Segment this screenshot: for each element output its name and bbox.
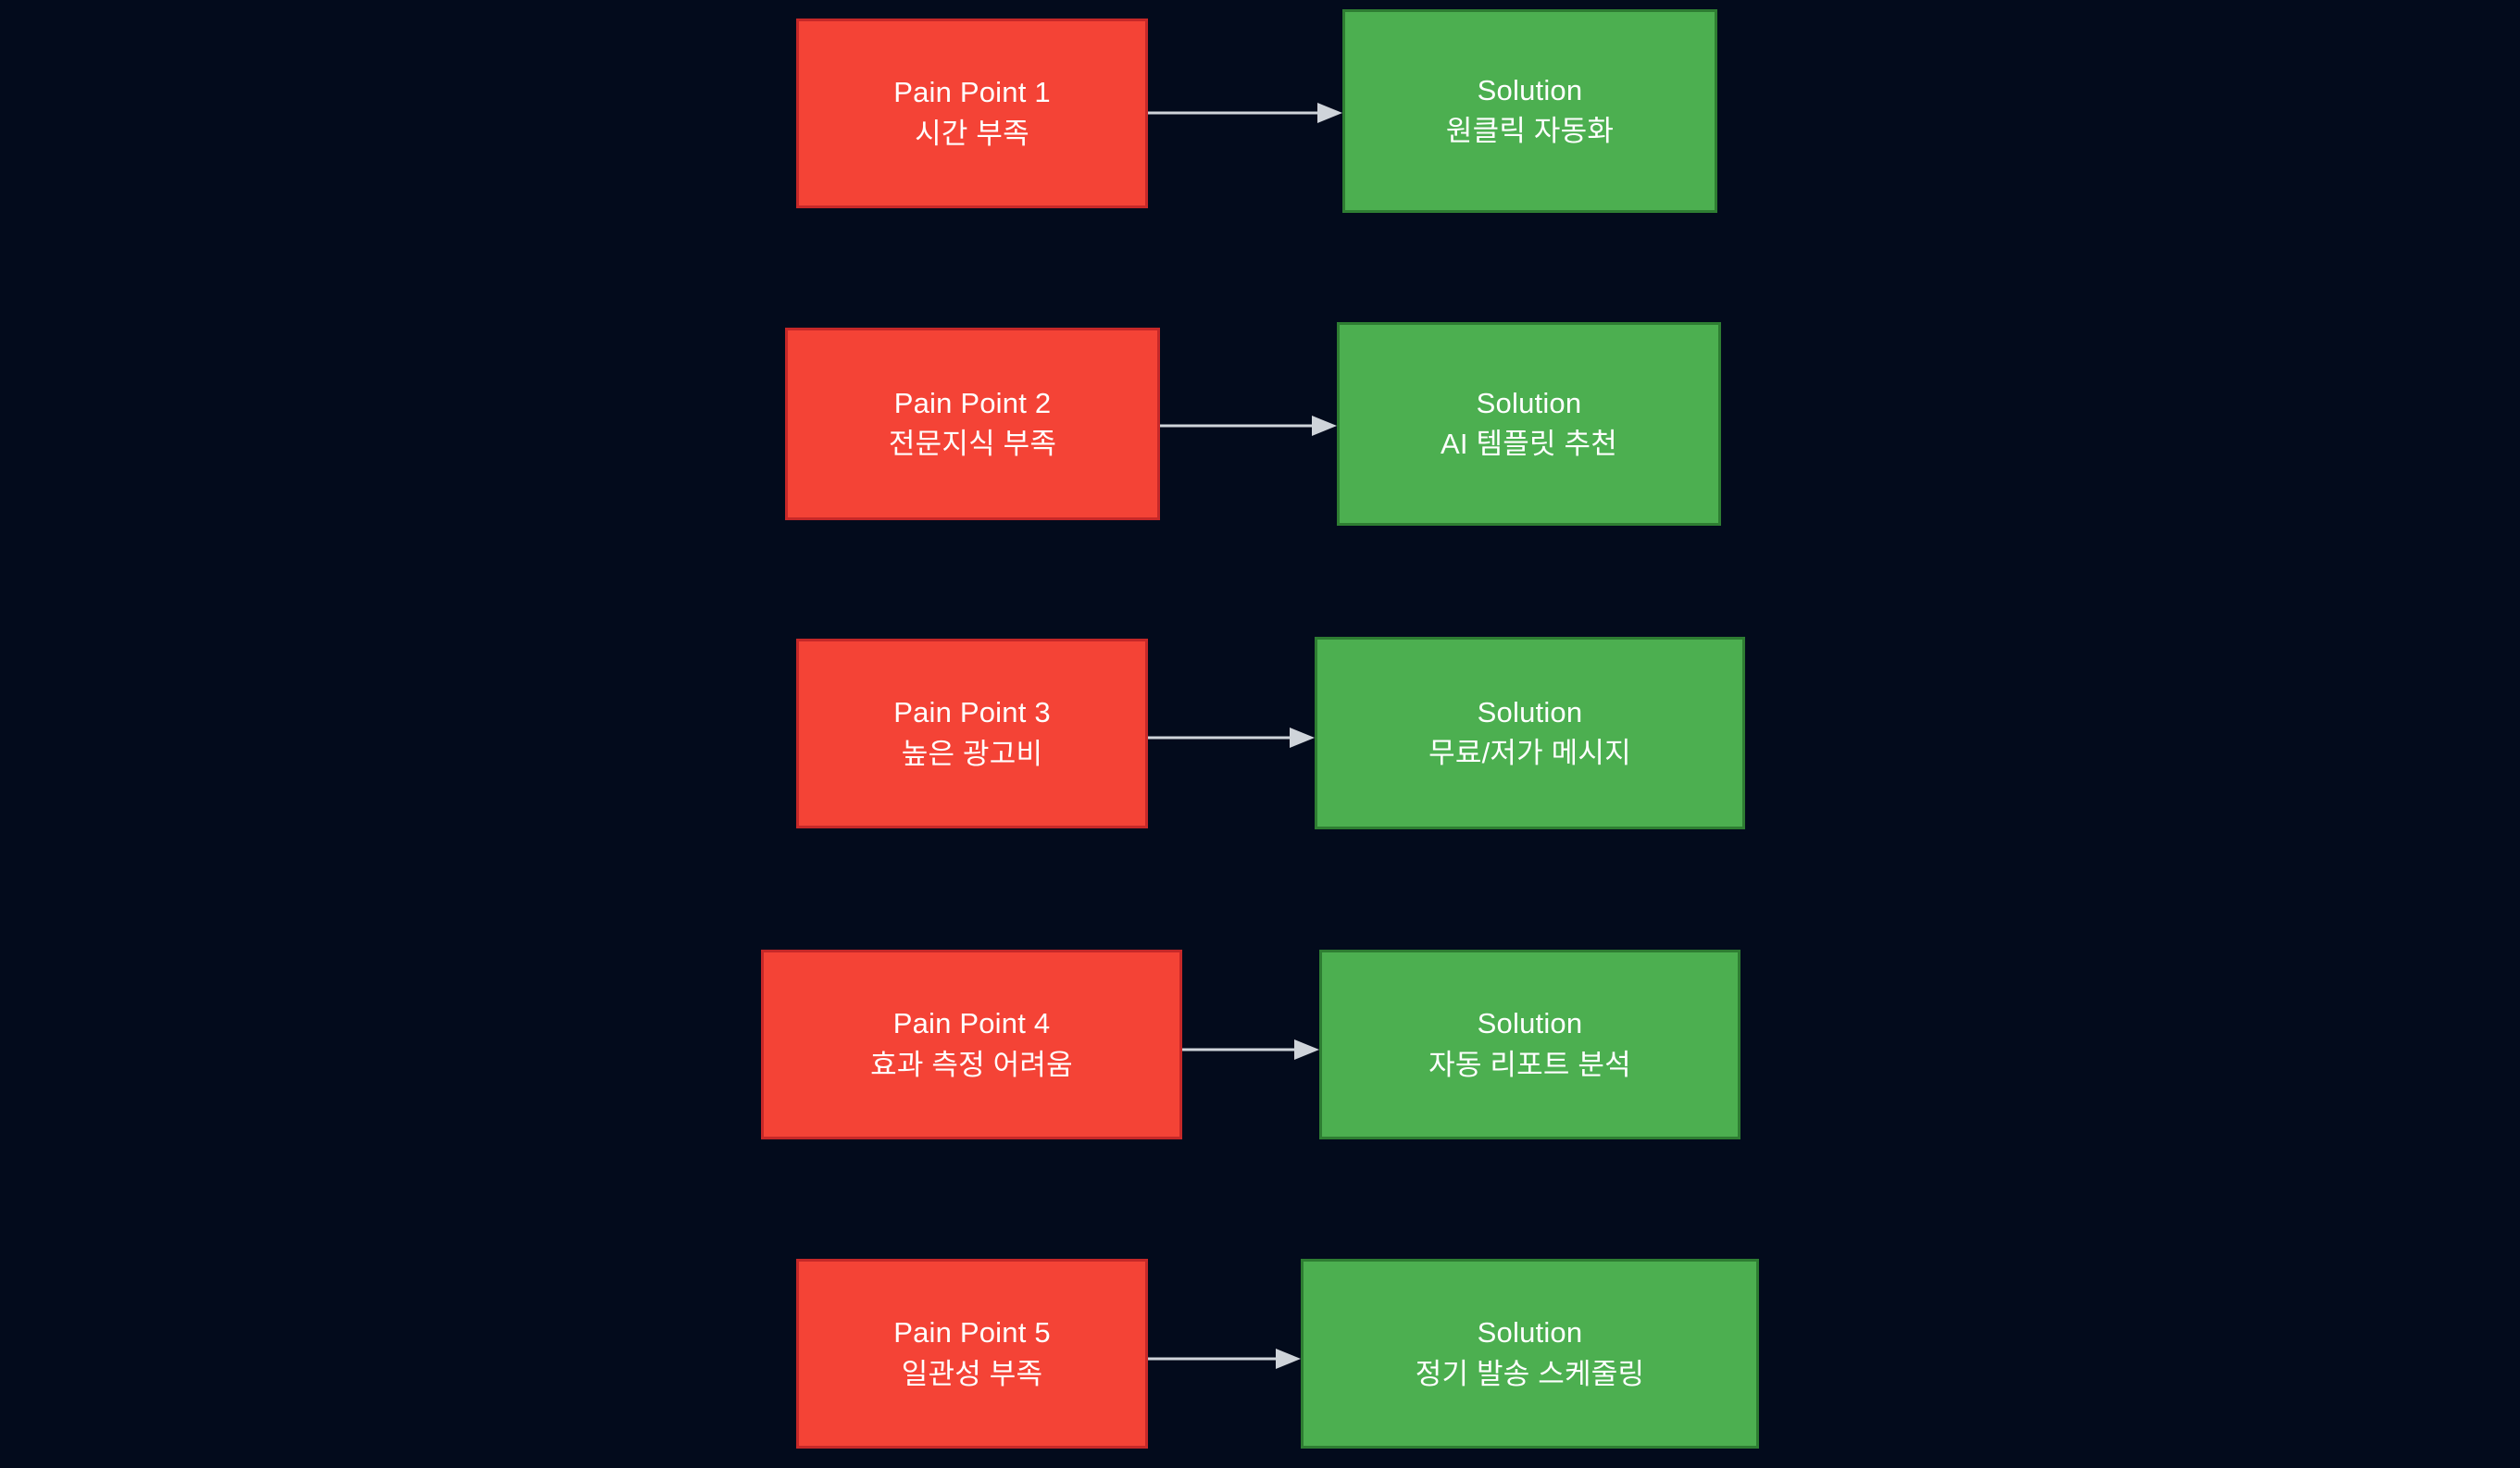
pain-point-node[interactable]: Pain Point 2 전문지식 부족 [785,328,1160,520]
arrow-connector [1148,1348,1301,1370]
solution-title: Solution [1476,386,1582,419]
pain-point-title: Pain Point 2 [893,386,1052,419]
solution-description: 정기 발송 스케줄링 [1415,1357,1645,1390]
solution-description: 자동 리포트 분석 [1428,1048,1631,1081]
pain-point-description: 일관성 부족 [901,1357,1043,1390]
pain-point-title: Pain Point 5 [893,1316,1051,1350]
solution-description: 무료/저가 메시지 [1428,737,1631,769]
pain-point-description: 시간 부족 [915,117,1029,150]
arrow-head-icon [1276,1349,1301,1369]
solution-node[interactable]: Solution 무료/저가 메시지 [1315,637,1745,829]
solution-title: Solution [1477,695,1583,728]
pain-point-node[interactable]: Pain Point 4 효과 측정 어려움 [761,950,1182,1139]
pain-point-description: 전문지식 부족 [888,428,1057,460]
solution-title: Solution [1477,73,1583,106]
pain-point-description: 높은 광고비 [901,737,1043,770]
pain-point-node[interactable]: Pain Point 5 일관성 부족 [796,1259,1148,1449]
solution-node[interactable]: Solution 원클릭 자동화 [1342,9,1717,213]
pain-point-title: Pain Point 4 [892,1007,1051,1040]
solution-title: Solution [1477,1007,1583,1040]
pain-point-node[interactable]: Pain Point 1 시간 부족 [796,19,1148,208]
solution-node[interactable]: Solution 자동 리포트 분석 [1319,950,1740,1139]
pain-point-node[interactable]: Pain Point 3 높은 광고비 [796,639,1148,828]
pain-point-title: Pain Point 3 [893,696,1051,729]
pain-point-title: Pain Point 1 [893,76,1051,109]
solution-title: Solution [1477,1316,1583,1350]
solution-description: AI 템플릿 추천 [1441,428,1617,460]
pain-point-description: 효과 측정 어려움 [870,1048,1073,1081]
solution-node[interactable]: Solution 정기 발송 스케줄링 [1301,1259,1759,1449]
solution-description: 원클릭 자동화 [1445,115,1615,147]
solution-node[interactable]: Solution AI 템플릿 추천 [1337,322,1721,526]
